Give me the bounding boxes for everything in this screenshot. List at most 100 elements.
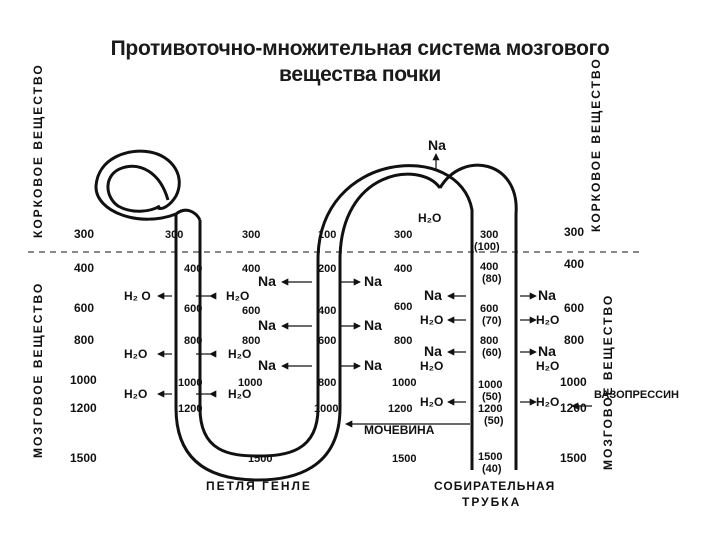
na-a3-left: Na [258, 357, 276, 373]
duct-100: (100) [474, 241, 500, 253]
na-duct2-left: Na [424, 343, 442, 359]
duct-600: 600 [480, 303, 498, 315]
title-line-2: вещества почки [279, 63, 441, 86]
glomerulus [94, 149, 181, 221]
dist-300: 300 [394, 229, 412, 241]
na-a1-right: Na [364, 273, 382, 289]
vasopressin-label: ВАЗОПРЕССИН [594, 389, 679, 401]
page-title: Противоточно-множительная система мозгов… [0, 36, 720, 88]
right-scale-600: 600 [564, 301, 584, 315]
h2o-duct1-left: H₂O [420, 313, 443, 327]
mid-1000: 1000 [238, 377, 262, 389]
desc-600: 600 [184, 303, 202, 315]
h2o-d2-right: H₂O [228, 347, 251, 361]
desc-1000: 1000 [178, 377, 202, 389]
desc-800: 800 [184, 335, 202, 347]
h2o-duct1-right: H₂O [536, 313, 559, 327]
left-scale-1200: 1200 [70, 401, 97, 415]
henle-loop-label: ПЕТЛЯ ГЕНЛЕ [206, 479, 312, 493]
ascending-values: 100 200 400 600 800 1000 [314, 229, 338, 415]
h2o-d3-right: H₂O [228, 387, 251, 401]
dist-800: 800 [394, 335, 412, 347]
mid-800: 800 [242, 335, 260, 347]
asc-400: 400 [318, 305, 336, 317]
left-scale-300: 300 [74, 227, 94, 241]
loop-bottom-1500: 1500 [248, 453, 272, 465]
left-scale-600: 600 [74, 301, 94, 315]
na-duct1-right: Na [538, 287, 556, 303]
mid-400: 400 [242, 263, 260, 275]
h2o-d1-left: H₂ O [124, 289, 151, 303]
right-scale-400: 400 [564, 257, 584, 271]
right-scale-1000: 1000 [560, 375, 587, 389]
mid-bottom-1500: 1500 [392, 453, 416, 465]
water-arrows-descending [157, 292, 217, 398]
cortex-label-right: КОРКОВОЕ ВЕЩЕСТВО [589, 57, 603, 232]
dist-1200: 1200 [388, 403, 412, 415]
na-label-top: Na [428, 137, 446, 153]
left-scale-800: 800 [74, 333, 94, 347]
right-scale: 300 400 600 800 1000 1200 1500 [560, 225, 587, 465]
desc-1200: 1200 [178, 403, 202, 415]
distal-values: 300 400 600 800 1000 1200 1500 [388, 229, 416, 465]
left-scale-1000: 1000 [70, 373, 97, 387]
na-duct2-right: Na [538, 343, 556, 359]
title-line-1: Противоточно-множительная система мозгов… [110, 37, 610, 60]
right-scale-300: 300 [564, 225, 584, 239]
duct-arrows [345, 292, 592, 428]
na-a3-right: Na [364, 357, 382, 373]
na-arrows-ascending [281, 278, 361, 370]
h2o-d2-left: H₂O [124, 347, 147, 361]
interstitial-values: 300 400 600 800 1000 1500 [238, 229, 272, 465]
h2o-d3-left: H₂O [124, 387, 147, 401]
duct-60: (60) [482, 347, 502, 359]
mid-600: 600 [242, 305, 260, 317]
duct-50b: (50) [484, 415, 504, 427]
na-duct1-left: Na [424, 287, 442, 303]
h2o-duct3-right: H₂O [536, 395, 559, 409]
henle-loop [174, 163, 518, 482]
medulla-label-right: МОЗГОВОЕ ВЕЩЕСТВО [601, 294, 615, 470]
medulla-label-left: МОЗГОВОЕ ВЕЩЕСТВО [31, 282, 45, 458]
duct-70: (70) [482, 315, 502, 327]
mid-300: 300 [242, 229, 260, 241]
duct-1200: 1200 [478, 403, 502, 415]
asc-600: 600 [318, 335, 336, 347]
right-scale-1500: 1500 [560, 451, 587, 465]
duct-1000: 1000 [478, 379, 502, 391]
urea-label: МОЧЕВИНА [364, 423, 435, 437]
duct-values: 300 (100) 400 (80) 600 (70) 800 (60) 100… [474, 229, 504, 475]
cortex-label-left: КОРКОВОЕ ВЕЩЕСТВО [31, 63, 45, 238]
h2o-d1-right: H₂O [226, 289, 249, 303]
descending-values: 300 400 600 800 1000 1200 [165, 229, 202, 415]
duct-80: (80) [482, 273, 502, 285]
asc-200: 200 [318, 263, 336, 275]
duct-300: 300 [480, 229, 498, 241]
h2o-duct3-left: H₂O [420, 395, 443, 409]
h2o-label-top: H₂O [418, 211, 441, 225]
duct-1500: 1500 [478, 451, 502, 463]
asc-100: 100 [318, 229, 336, 241]
right-scale-1200: 1200 [560, 401, 587, 415]
left-scale: 300 400 600 800 1000 1200 1500 [70, 227, 97, 465]
asc-1000: 1000 [314, 403, 338, 415]
collecting-duct-label-1: СОБИРАТЕЛЬНАЯ [434, 479, 555, 493]
dist-600: 600 [394, 301, 412, 313]
dist-400: 400 [394, 263, 412, 275]
asc-800: 800 [318, 377, 336, 389]
left-scale-400: 400 [74, 261, 94, 275]
collecting-duct-label-2: ТРУБКА [462, 495, 521, 509]
h2o-duct2-right: H₂O [536, 359, 559, 373]
na-a2-right: Na [364, 317, 382, 333]
desc-400: 400 [184, 263, 202, 275]
duct-40: (40) [482, 463, 502, 475]
left-scale-1500: 1500 [70, 451, 97, 465]
na-a1-left: Na [258, 273, 276, 289]
duct-50a: (50) [482, 391, 502, 403]
duct-800: 800 [480, 335, 498, 347]
right-scale-800: 800 [564, 333, 584, 347]
dist-1000: 1000 [392, 377, 416, 389]
duct-400: 400 [480, 261, 498, 273]
na-a2-left: Na [258, 317, 276, 333]
